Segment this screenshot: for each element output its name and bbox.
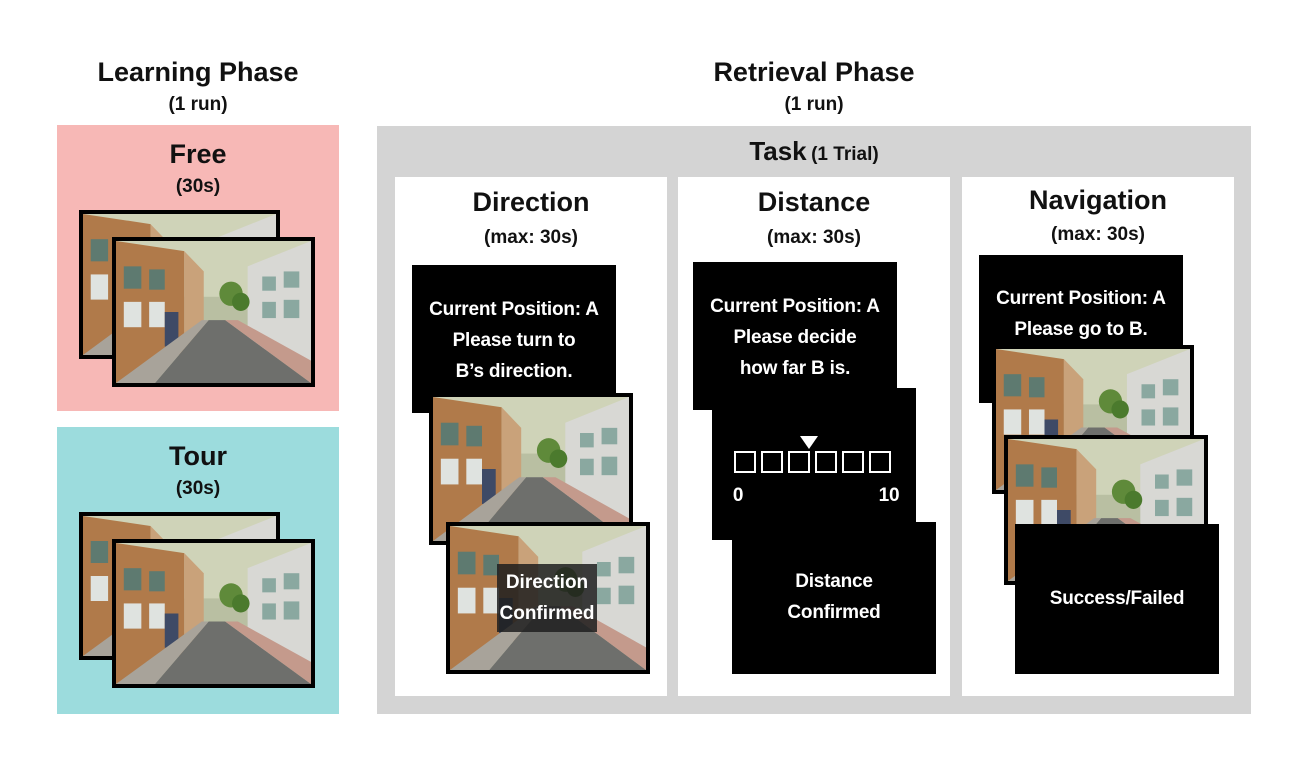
direction-line3: B’s direction. [455,361,573,382]
scale-cell [869,451,891,473]
direction-instruction-screen: Current Position: A Please turn to B’s d… [412,265,616,413]
scale-cell [788,451,810,473]
tour-panel: Tour (30s) [57,427,339,714]
free-duration: (30s) [175,176,221,197]
task-header: Task (1 Trial) [377,136,1251,167]
direction-line1: Current Position: A [429,299,599,320]
task-title: Task [749,136,807,166]
distance-title: Distance [757,187,871,217]
free-panel: Free (30s) [57,125,339,411]
distance-confirm-line2: Confirmed [787,602,881,623]
learning-phase-title: Learning Phase [97,57,299,87]
scale-min-label: 0 [732,485,744,506]
distance-scale-bar [734,451,892,475]
scale-cell [815,451,837,473]
direction-confirm-line1: Direction [505,572,589,593]
direction-confirm-line2: Confirmed [499,603,595,624]
distance-instruction-screen: Current Position: A Please decide how fa… [693,262,897,410]
distance-line3: how far B is. [739,358,851,379]
task-trial: (1 Trial) [811,144,879,165]
distance-line2: Please decide [733,327,857,348]
navigation-card: Navigation (max: 30s) Current Position: … [962,177,1234,696]
retrieval-phase-subtitle: (1 run) [784,94,844,115]
direction-scene [429,393,633,545]
direction-line2: Please turn to [452,330,576,351]
direction-max: (max: 30s) [484,227,578,248]
scale-pointer-icon [800,436,818,449]
tour-title: Tour [169,441,227,471]
tour-scene-front [112,539,315,688]
scale-cell [761,451,783,473]
navigation-line1: Current Position: A [996,288,1166,309]
scale-max-label: 10 [878,485,900,506]
distance-scale-screen: 0 10 [712,388,916,540]
distance-confirm-screen: Distance Confirmed [732,522,936,674]
free-scene-front [112,237,315,387]
free-title: Free [169,139,227,169]
distance-line1: Current Position: A [710,296,880,317]
direction-card: Direction (max: 30s) Current Position: A… [395,177,667,696]
scale-cell [842,451,864,473]
direction-confirm-scene: Direction Confirmed [446,522,650,674]
scale-cell [734,451,756,473]
direction-confirm-label: Direction Confirmed [497,564,597,632]
navigation-result-screen: Success/Failed [1015,524,1219,674]
navigation-title: Navigation [1028,185,1168,215]
retrieval-phase-title: Retrieval Phase [713,57,915,87]
direction-title: Direction [472,187,590,217]
learning-phase-subtitle: (1 run) [168,94,228,115]
tour-duration: (30s) [175,478,221,499]
distance-confirm-line1: Distance [795,571,873,592]
navigation-max: (max: 30s) [1051,224,1145,245]
navigation-line2: Please go to B. [1014,319,1148,340]
navigation-result: Success/Failed [1049,588,1185,609]
distance-max: (max: 30s) [767,227,861,248]
distance-card: Distance (max: 30s) Current Position: A … [678,177,950,696]
